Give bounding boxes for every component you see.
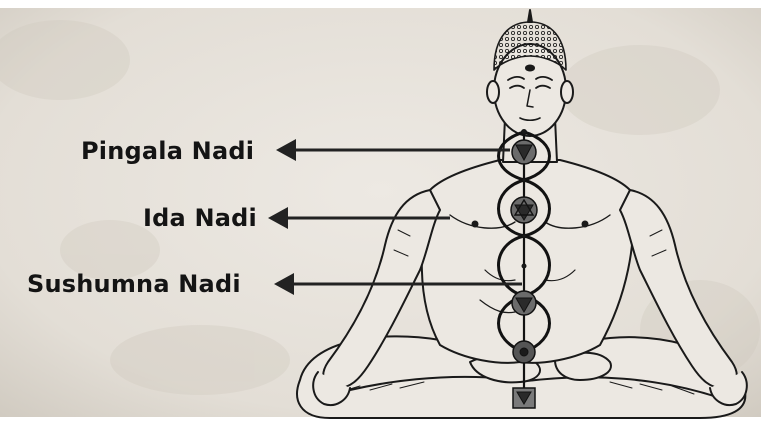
- crown-point: [522, 130, 527, 135]
- sacral-chakra: [513, 341, 535, 363]
- heart-chakra: [511, 197, 537, 223]
- ida-nadi-label: Ida Nadi: [143, 206, 257, 230]
- third-eye-mark: [526, 66, 534, 71]
- navel-chakra: [512, 291, 536, 315]
- root-chakra: [513, 388, 535, 408]
- right-ear: [561, 81, 573, 103]
- torso: [422, 160, 633, 363]
- spine-node-1: [522, 178, 526, 182]
- sushumna-nadi-label: Sushumna Nadi: [27, 272, 241, 296]
- left-ear: [487, 81, 499, 103]
- top-border: [0, 0, 761, 8]
- spine-node-2: [522, 234, 526, 238]
- nipple-left: [473, 222, 478, 227]
- spine-node-3: [522, 264, 526, 268]
- nipple-right: [583, 222, 588, 227]
- throat-chakra: [512, 140, 536, 164]
- pingala-nadi-label: Pingala Nadi: [81, 139, 254, 163]
